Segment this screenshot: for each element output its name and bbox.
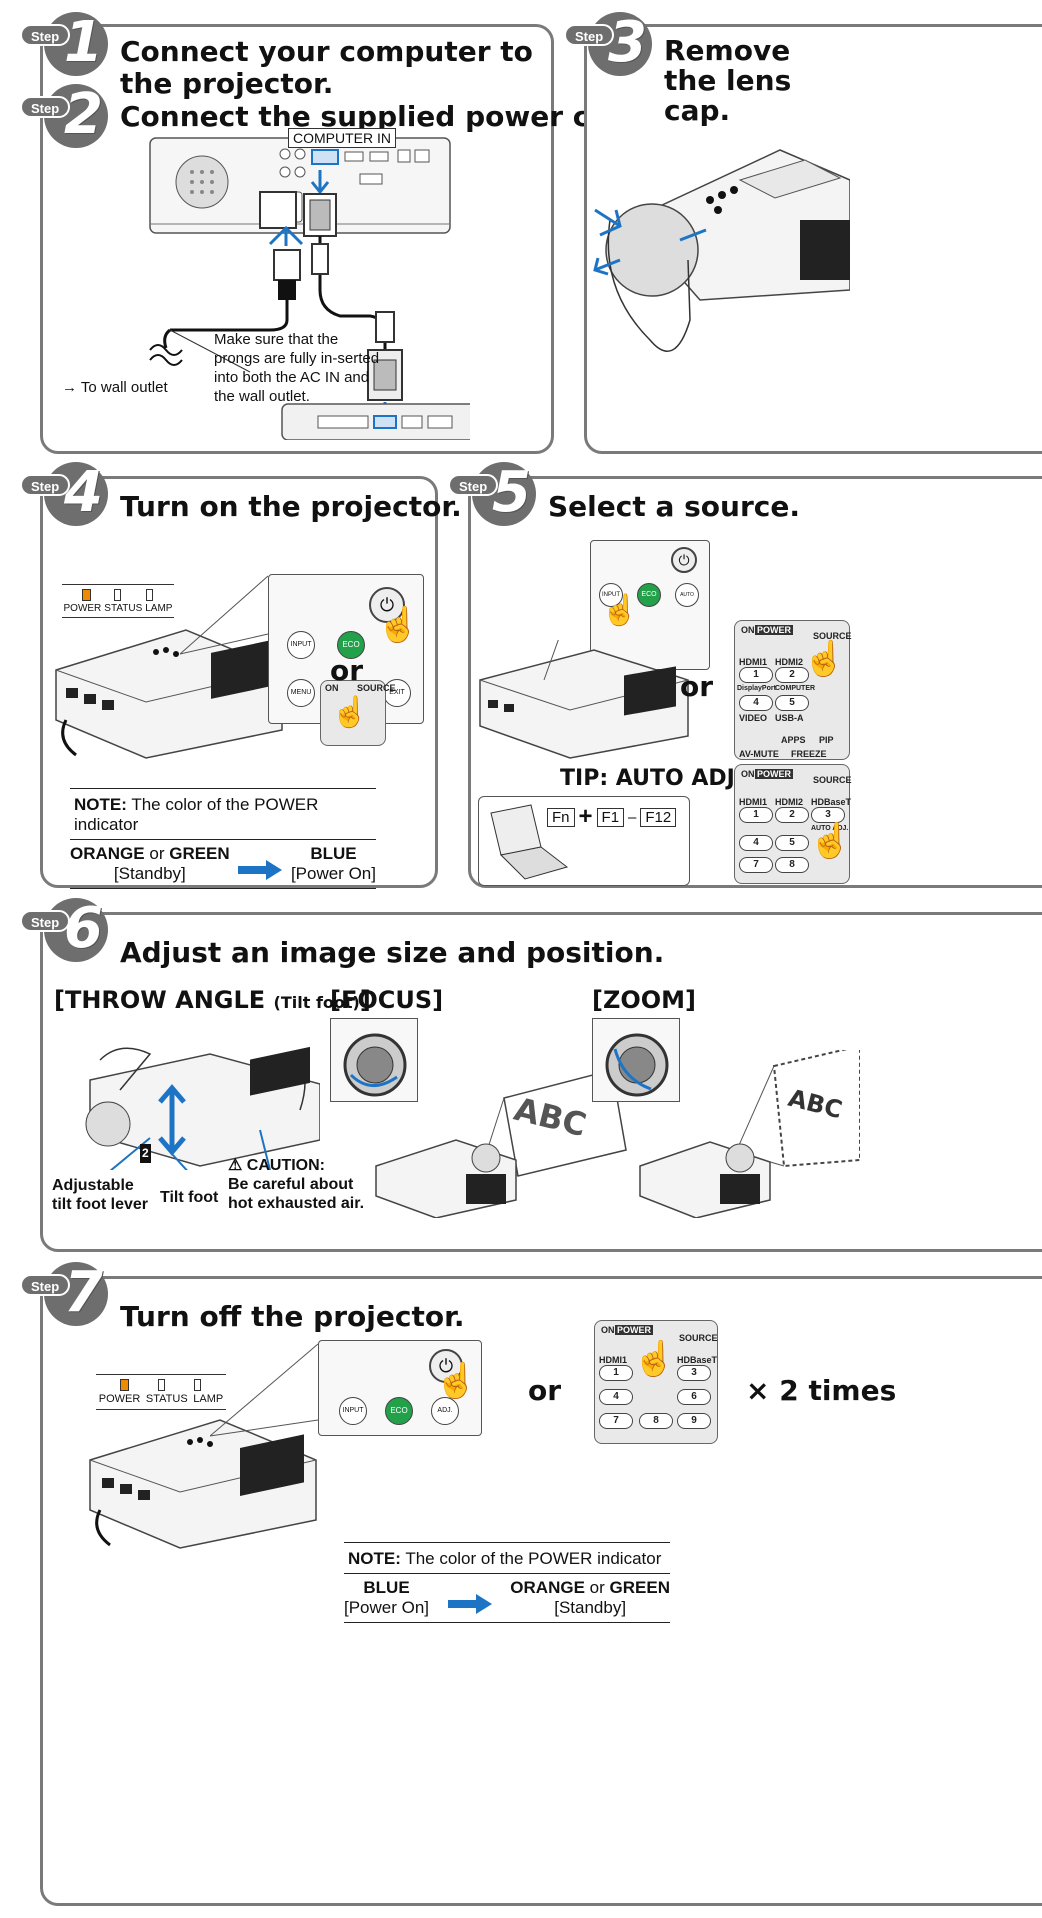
projector-illustration-5 bbox=[479, 640, 689, 759]
control-panel-5: ⏻ INPUT ECO AUTO ADJ. ☝ bbox=[590, 540, 710, 670]
pointing-hand-icon: ☝ bbox=[633, 1340, 676, 1378]
callout-lines-7 bbox=[210, 1343, 319, 1437]
zoom-lens-closeup bbox=[592, 1018, 680, 1102]
times-label: × 2 times bbox=[746, 1374, 897, 1407]
eco-button[interactable]: ECO bbox=[637, 583, 661, 607]
tilt-foot-caption: Tilt foot bbox=[160, 1189, 219, 1206]
step1-title: Connect your computer to the projector. bbox=[120, 35, 533, 100]
prongs-note: Make sure that the prongs are fully in-s… bbox=[214, 331, 380, 405]
power-button[interactable]: ⏻ bbox=[369, 587, 405, 623]
lens-cap-illustration bbox=[593, 149, 850, 352]
indicator-strip-7: POWER STATUS LAMP bbox=[96, 1374, 226, 1410]
arrow-right-icon bbox=[447, 1594, 492, 1614]
menu-button[interactable]: MENU bbox=[287, 679, 315, 707]
control-panel-4: ⏻ INPUT ECO MENU EXIT ☝ bbox=[268, 574, 424, 724]
pointing-hand-icon: ☝ bbox=[601, 594, 639, 627]
input-button[interactable]: INPUT bbox=[599, 583, 623, 607]
remote-mini-4: ON SOURCE ☝ bbox=[320, 680, 396, 746]
pointing-hand-icon: ☝ bbox=[435, 1362, 478, 1400]
pointing-hand-icon: ☝ bbox=[331, 696, 369, 729]
focus-heading: [FOCUS] bbox=[330, 986, 444, 1014]
indicator-power: POWER bbox=[63, 603, 102, 614]
remote-power: ON POWER SOURCE HDMI1 HDBaseT 1 3 4 6 7 … bbox=[594, 1320, 718, 1444]
eco-button[interactable]: ECO bbox=[385, 1397, 413, 1425]
tilt-marker: 2 bbox=[140, 1144, 151, 1163]
control-panel-7: ⏻ INPUT ECO ADJ. ☝ bbox=[318, 1340, 482, 1436]
laptop-box: Fn + F1 – F12 bbox=[478, 796, 690, 886]
projector-illustration-7 bbox=[89, 1419, 317, 1549]
power-button[interactable]: ⏻ bbox=[429, 1349, 463, 1383]
indicator-power: POWER bbox=[98, 1393, 141, 1405]
throw-angle-heading: [THROW ANGLE (Tilt foot)] bbox=[54, 986, 371, 1014]
focus-projector-illustration bbox=[375, 1069, 627, 1218]
arrow-right-icon bbox=[238, 860, 283, 880]
input-button[interactable]: INPUT bbox=[339, 1397, 367, 1425]
step6-title: Adjust an image size and position. bbox=[120, 936, 665, 969]
step5-title: Select a source. bbox=[548, 490, 800, 523]
tip-auto-adj: TIP: AUTO ADJ. bbox=[560, 766, 744, 791]
eco-button[interactable]: ECO bbox=[337, 631, 365, 659]
note-step-4: NOTE: The color of the POWER indicator O… bbox=[70, 788, 376, 889]
step3-title: Remove the lens cap. bbox=[664, 34, 792, 127]
or-label-5: or bbox=[680, 670, 714, 703]
fn-key: Fn bbox=[547, 807, 575, 827]
remote-auto-adj: ON POWER SOURCE HDMI1 HDMI2 HDBaseT 1 2 … bbox=[734, 764, 852, 884]
or-label-7: or bbox=[528, 1374, 562, 1407]
computer-in-port-label: COMPUTER IN bbox=[288, 128, 396, 148]
step4-title: Turn on the projector. bbox=[120, 490, 462, 523]
step-word: Step bbox=[20, 24, 71, 46]
pointing-hand-icon: ☝ bbox=[809, 822, 852, 860]
or-label-4: or bbox=[330, 654, 364, 687]
tilt-foot-illustration bbox=[85, 1046, 320, 1170]
f12-key: F12 bbox=[640, 807, 677, 827]
step2-title: Connect the supplied power cord. bbox=[120, 100, 654, 133]
adj-button[interactable]: ADJ. bbox=[431, 1397, 459, 1425]
callout-lines-4 bbox=[180, 575, 269, 655]
cables-illustration bbox=[149, 170, 470, 440]
step-number: 1 bbox=[64, 10, 103, 75]
exit-button[interactable]: EXIT bbox=[383, 679, 411, 707]
remote-source: ON POWER SOURCE HDMI1 HDMI2 1 2 DisplayP… bbox=[734, 620, 852, 760]
indicator-status: STATUS bbox=[145, 1393, 188, 1405]
zoom-heading: [ZOOM] bbox=[592, 986, 697, 1014]
projector-illustration-4 bbox=[55, 629, 283, 759]
indicator-status: STATUS bbox=[104, 603, 143, 614]
focus-lens-closeup bbox=[330, 1018, 418, 1102]
auto-adj-button[interactable]: AUTO ADJ. bbox=[675, 583, 699, 607]
f1-key: F1 bbox=[596, 807, 625, 827]
laptop-icon bbox=[490, 804, 569, 880]
step7-title: Turn off the projector. bbox=[120, 1300, 465, 1333]
input-button[interactable]: INPUT bbox=[287, 631, 315, 659]
indicator-lamp: LAMP bbox=[193, 1393, 224, 1405]
wall-outlet-label: → To wall outlet bbox=[62, 379, 168, 396]
pointing-hand-icon: ☝ bbox=[377, 606, 420, 644]
zoom-projector-illustration bbox=[639, 1050, 860, 1218]
indicator-lamp: LAMP bbox=[145, 603, 173, 614]
power-button[interactable]: ⏻ bbox=[671, 547, 697, 573]
note-step-7: NOTE: The color of the POWER indicator B… bbox=[344, 1542, 670, 1623]
panel-step-7 bbox=[40, 1276, 1042, 1906]
pointing-hand-icon: ☝ bbox=[803, 640, 846, 678]
